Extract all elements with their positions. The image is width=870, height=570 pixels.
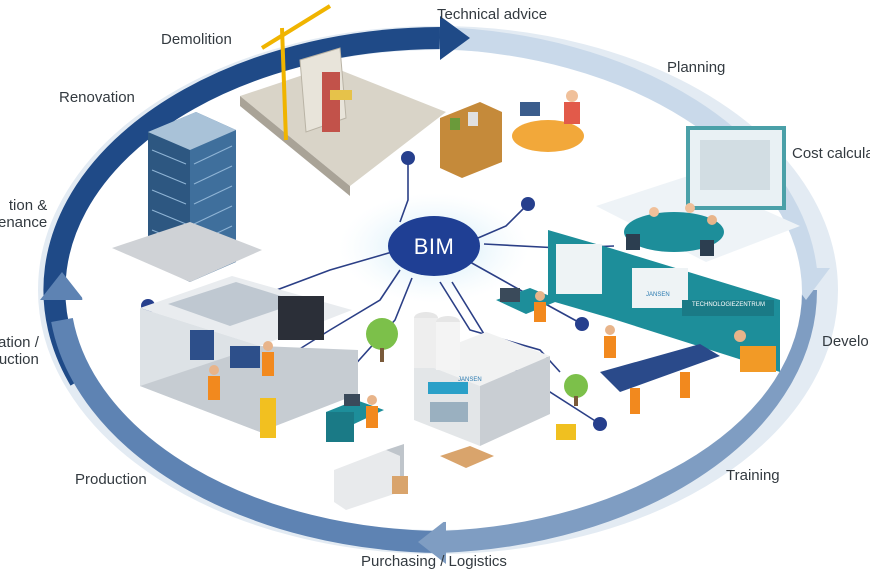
ring-arrowhead-top (440, 16, 470, 60)
bim-core (388, 216, 480, 276)
phase-label-renovation: Renovation (59, 89, 135, 106)
ring-arrowhead-bottom (418, 520, 446, 564)
production-hall (140, 276, 398, 438)
phase-label-cost-calculation: Cost calcula (792, 145, 870, 162)
phase-label-installation-construction: ation / uction (0, 334, 39, 368)
lifecycle-ring (38, 16, 838, 564)
phase-label-technical-advice: Technical advice (437, 6, 548, 23)
ring-arrowhead-left (40, 272, 84, 300)
phase-label-planning: Planning (667, 59, 726, 76)
cost-calculation-scene (596, 126, 800, 262)
ring-arc-left (43, 27, 441, 386)
training-workstation (496, 288, 560, 322)
logistics-scene (326, 394, 408, 510)
node-dot (521, 197, 535, 211)
showroom-scene (548, 230, 780, 414)
showroom-brand-sign: JANSEN (646, 292, 670, 298)
node-dot (593, 417, 607, 431)
phase-label-production: Production (75, 471, 147, 488)
planning-office (440, 90, 584, 178)
showroom-sign: TECHNOLOGIEZENTRUM (692, 302, 766, 308)
factory-brand-sign: JANSEN (458, 377, 482, 383)
demolition-scene (240, 4, 446, 196)
phase-label-development: Develo (822, 333, 869, 350)
bim-center-label: BIM (413, 234, 455, 259)
phase-label-demolition: Demolition (161, 31, 232, 48)
phase-label-operation-maintenance: tion & enance (0, 197, 48, 231)
ring-arc-bottom-left (51, 317, 441, 553)
phase-label-purchasing-logistics: Purchasing / Logistics (361, 553, 507, 570)
phase-label-training: Training (726, 467, 780, 484)
node-dot (575, 317, 589, 331)
node-dot (401, 151, 415, 165)
ring-arc-right (439, 289, 818, 553)
ring-arc-top-right (439, 27, 817, 272)
office-tower (112, 112, 262, 282)
factory-building (414, 312, 588, 468)
